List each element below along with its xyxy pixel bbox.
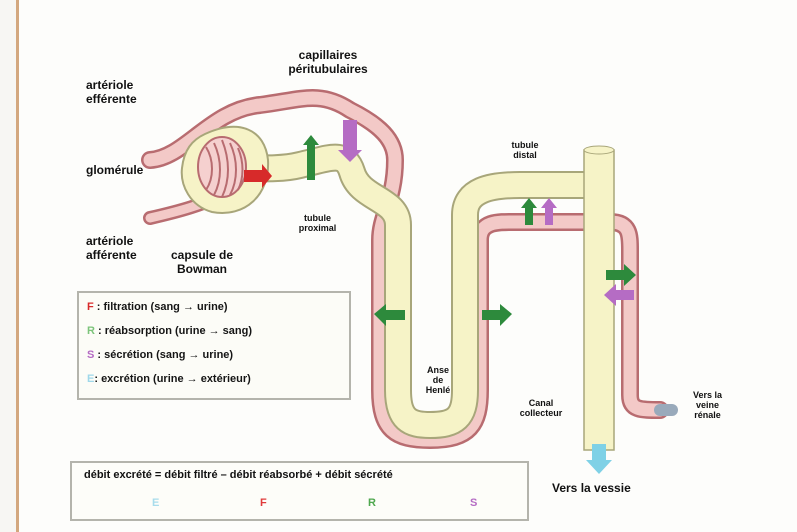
glomerulus bbox=[198, 137, 246, 197]
formula-letter-f: F bbox=[260, 497, 267, 509]
legend-row-reabsorption: R : réabsorption (urine → sang) bbox=[87, 325, 252, 337]
formula-letter-r: R bbox=[368, 497, 376, 509]
label-vers-vessie: Vers la vessie bbox=[552, 481, 631, 495]
legend-row-excretion: E: excrétion (urine → extérieur) bbox=[87, 373, 251, 385]
legend-row-secretion: S : sécrétion (sang → urine) bbox=[87, 349, 233, 361]
formula-letter-e: E bbox=[152, 497, 159, 509]
formula-box: débit excrété = débit filtré – débit réa… bbox=[70, 461, 529, 521]
formula-text: débit excrété = débit filtré – débit réa… bbox=[84, 469, 393, 481]
formula-letter-s: S bbox=[470, 497, 477, 509]
legend: F : filtration (sang → urine) R : réabso… bbox=[77, 291, 351, 400]
label-glomerule: glomérule bbox=[86, 163, 143, 177]
legend-row-filtration: F : filtration (sang → urine) bbox=[87, 301, 228, 313]
